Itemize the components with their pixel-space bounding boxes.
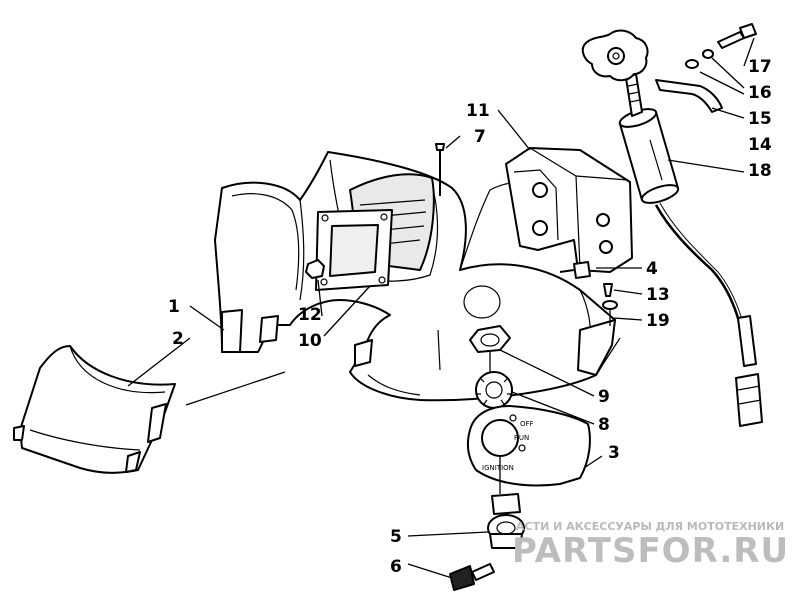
- callout-11: 11: [466, 101, 490, 121]
- gasket: [315, 209, 393, 291]
- callout-6: 6: [390, 557, 402, 577]
- callout-3: 3: [608, 443, 620, 463]
- callout-17: 17: [748, 57, 772, 77]
- lock-washer: [475, 371, 513, 409]
- callout-7: 7: [474, 127, 486, 147]
- callout-1: 1: [168, 297, 180, 317]
- callout-18: 18: [748, 161, 772, 181]
- small-screw-and-washer: [602, 283, 618, 326]
- callout-numbers: 1 2 3 4 5 6 7 8 9 10 11 12 13 14 15 16 1…: [168, 57, 772, 577]
- callout-19: 19: [646, 311, 670, 331]
- small-nut: [305, 259, 325, 279]
- strap-clamp: [655, 79, 723, 113]
- callout-2: 2: [172, 329, 184, 349]
- star-knob: [581, 29, 649, 82]
- switch-plate: OFF RUN IGNITION: [467, 405, 591, 487]
- watermark-logo: PARTSFOR.RU: [512, 531, 789, 571]
- switch-label-run: RUN: [514, 434, 529, 442]
- callout-15: 15: [748, 109, 772, 129]
- callout-10: 10: [298, 331, 322, 351]
- ignition-key: [449, 563, 495, 591]
- cylinder-assembly: [618, 73, 763, 427]
- callout-4: 4: [646, 259, 658, 279]
- callout-14: 14: [748, 135, 772, 155]
- callout-8: 8: [598, 415, 610, 435]
- callout-13: 13: [646, 285, 670, 305]
- mount-screw: [559, 261, 591, 279]
- callout-12: 12: [298, 305, 322, 325]
- callout-16: 16: [748, 83, 772, 103]
- callout-5: 5: [390, 527, 402, 547]
- ignition-switch: [487, 493, 525, 549]
- watermark-tagline: АСТИ И АКСЕССУАРЫ ДЛЯ МОТОТЕХНИКИ: [516, 520, 784, 533]
- mounting-bracket: [505, 147, 633, 273]
- screw: [435, 143, 445, 196]
- callout-9: 9: [598, 387, 610, 407]
- leader-lines: [127, 37, 755, 579]
- alignment-line: [185, 371, 286, 406]
- bolt: [717, 23, 757, 49]
- switch-label-off: OFF: [520, 420, 534, 428]
- switch-label-ignition: IGNITION: [482, 464, 514, 472]
- watermark: АСТИ И АКСЕССУАРЫ ДЛЯ МОТОТЕХНИКИ PARTSF…: [512, 520, 789, 571]
- cover-panel: [13, 345, 176, 474]
- washers: [685, 49, 714, 69]
